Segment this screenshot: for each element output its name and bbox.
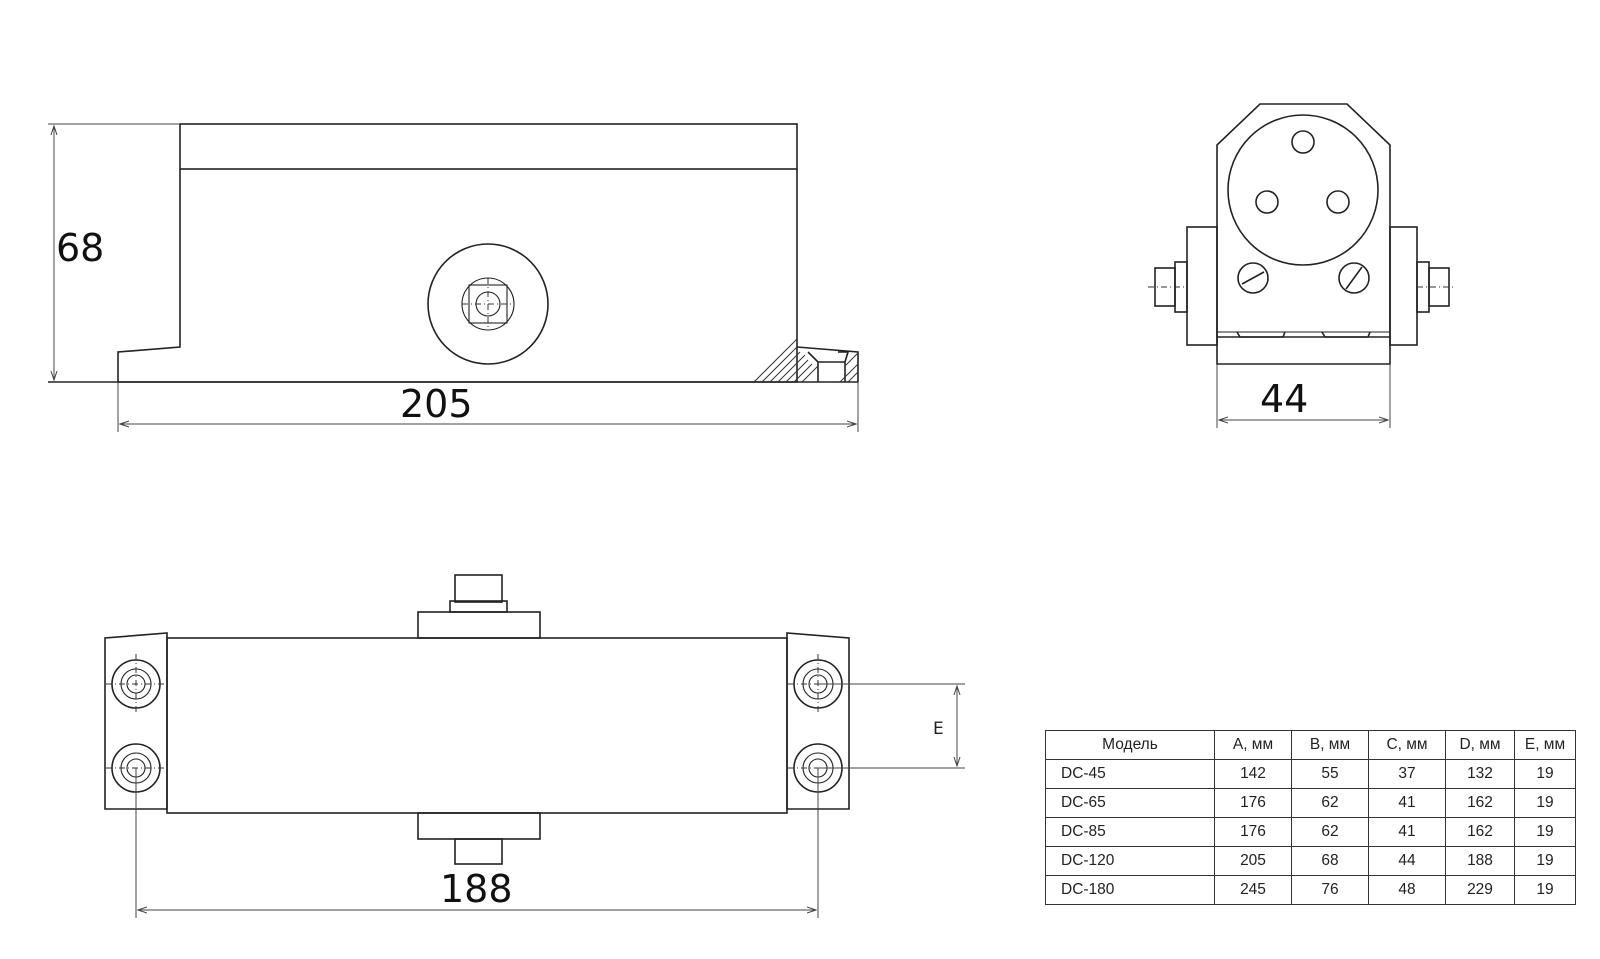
top-view-spindle-top [454,574,503,603]
table-row: DC-65 176 62 41 162 19 [1045,788,1576,818]
height-dimension-label: 68 [56,226,104,270]
end-view-face-disc [1227,114,1379,266]
column-header-d: D, мм [1445,730,1515,760]
cell-c: 44 [1368,846,1446,876]
cell-model: DC-85 [1045,817,1215,847]
cell-a: 176 [1214,788,1292,818]
side-view-cover [179,123,798,170]
screw-left-icon [1237,262,1269,294]
column-header-a: A, мм [1214,730,1292,760]
cell-a: 176 [1214,817,1292,847]
top-view-boss-bottom [417,812,541,840]
cell-b: 68 [1291,846,1369,876]
end-view-hole-right [1326,190,1350,214]
top-view: E 188 [104,574,965,918]
screw-left-slot [1241,271,1265,285]
top-view-boss-top [417,611,541,639]
cell-model: DC-65 [1045,788,1215,818]
cell-e: 19 [1514,788,1576,818]
side-view-bracket-slot [807,351,850,382]
cell-d: 188 [1445,846,1515,876]
end-view-base-slots [1236,331,1371,338]
cell-b: 55 [1291,759,1369,789]
cell-a: 245 [1214,875,1292,905]
table-row: DC-180 245 76 48 229 19 [1045,875,1576,905]
end-view-hole-top [1291,130,1315,154]
cell-e: 19 [1514,817,1576,847]
offset-dimension-label: E [933,719,944,739]
width-dimension-label: 44 [1260,377,1308,421]
screw-right-slot [1345,266,1363,290]
model-spec-table: Модель A, мм B, мм C, мм D, мм E, мм DC-… [1045,730,1576,905]
cell-b: 76 [1291,875,1369,905]
end-view-side-block-left [1186,226,1218,346]
column-header-model: Модель [1045,730,1215,760]
cell-e: 19 [1514,759,1576,789]
end-view-hole-left [1255,190,1279,214]
table-header-row: Модель A, мм B, мм C, мм D, мм E, мм [1045,730,1576,760]
cell-e: 19 [1514,846,1576,876]
side-view-spindle-disc [427,243,549,365]
cell-c: 41 [1368,817,1446,847]
top-view-spindle-bottom [454,838,503,865]
column-header-c: C, мм [1368,730,1446,760]
screw-right-icon [1338,262,1370,294]
end-view-side-block-right [1389,226,1418,346]
table-row: DC-85 176 62 41 162 19 [1045,817,1576,847]
cell-a: 205 [1214,846,1292,876]
cell-model: DC-120 [1045,846,1215,876]
cell-b: 62 [1291,817,1369,847]
side-view: 68 205 [48,123,859,432]
side-view-body [117,169,798,383]
spacing-dimension-label: 188 [440,867,513,911]
side-view-hatching [753,338,859,383]
table-row: DC-45 142 55 37 132 19 [1045,759,1576,789]
cell-c: 37 [1368,759,1446,789]
cell-model: DC-45 [1045,759,1215,789]
top-view-body [166,637,788,814]
cell-d: 162 [1445,788,1515,818]
cell-d: 132 [1445,759,1515,789]
cell-c: 41 [1368,788,1446,818]
cell-d: 162 [1445,817,1515,847]
end-view: 44 [1148,103,1456,428]
cell-b: 62 [1291,788,1369,818]
table-row: DC-120 205 68 44 188 19 [1045,846,1576,876]
column-header-b: B, мм [1291,730,1369,760]
cell-model: DC-180 [1045,875,1215,905]
cell-d: 229 [1445,875,1515,905]
cell-e: 19 [1514,875,1576,905]
cell-a: 142 [1214,759,1292,789]
length-dimension-label: 205 [400,382,473,426]
cell-c: 48 [1368,875,1446,905]
column-header-e: E, мм [1514,730,1576,760]
side-view-bracket [796,346,859,382]
mounting-hole-top-left [106,654,166,714]
